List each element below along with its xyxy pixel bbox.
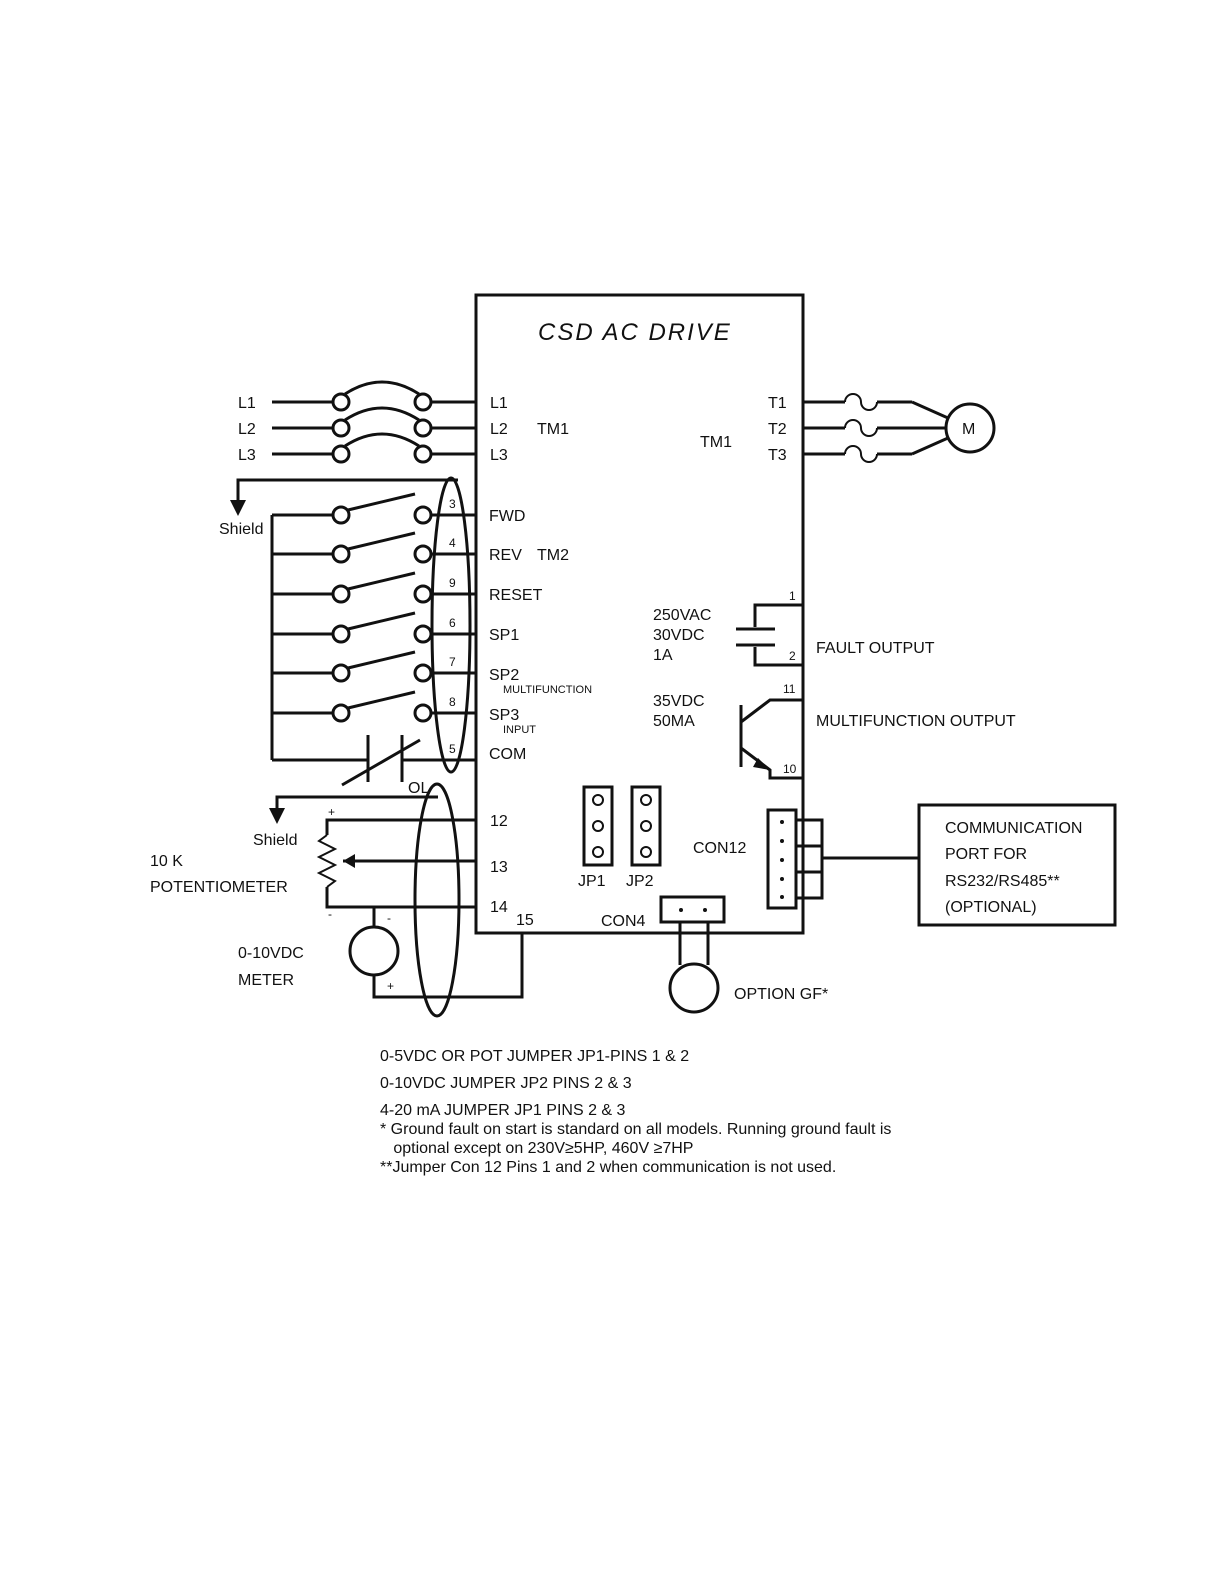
control-pin-5: 5	[449, 742, 456, 756]
drive-enclosure	[474, 293, 805, 935]
svg-text:2: 2	[789, 649, 796, 663]
control-pin-8: 8	[449, 695, 456, 709]
note-4-20ma: 4-20 mA JUMPER JP1 PINS 2 & 3	[380, 1102, 626, 1119]
svg-text:PORT FOR: PORT FOR	[945, 846, 1027, 863]
multifunction-transistor-output: 35VDC 50MA 11 10	[653, 682, 803, 780]
note-0-5vdc: 0-5VDC OR POT JUMPER JP1-PINS 1 & 2	[380, 1048, 690, 1065]
svg-text:250VAC: 250VAC	[653, 607, 711, 624]
svg-text:+: +	[328, 805, 335, 819]
motor-term-t1: T1	[768, 395, 787, 412]
con4-label: CON4	[601, 913, 646, 930]
option-gf-label: OPTION GF*	[734, 986, 828, 1003]
svg-text:L3: L3	[238, 447, 256, 464]
analog-term-15: 15	[516, 912, 534, 929]
multifunction-output-label: MULTIFUNCTION OUTPUT	[816, 713, 1016, 730]
tm2-label: TM2	[537, 547, 569, 564]
svg-text:+: +	[387, 979, 394, 993]
svg-text:50MA: 50MA	[653, 713, 695, 730]
motor-fuses	[803, 393, 949, 463]
svg-text:M: M	[962, 421, 975, 438]
pot-label-line1: 10 K	[150, 853, 183, 870]
label-sp3: SP3	[489, 707, 519, 724]
analog-term-12: 12	[490, 813, 508, 830]
svg-text:1A: 1A	[653, 647, 673, 664]
line-input-l3: L3	[238, 432, 476, 464]
drive-term-l2: L2	[490, 421, 508, 438]
ol-label: OL	[408, 780, 429, 797]
drive-term-l1: L1	[490, 395, 508, 412]
svg-text:1: 1	[789, 589, 796, 603]
svg-text:JP1: JP1	[578, 873, 606, 890]
analog-term-13: 13	[490, 859, 508, 876]
analog-term-14: 14	[490, 899, 508, 916]
label-sp2: SP2	[489, 667, 519, 684]
control-pin-7: 7	[449, 655, 456, 669]
shield-ground-top: Shield	[219, 478, 458, 538]
control-input-switches	[270, 492, 476, 787]
meter: - +	[348, 907, 524, 999]
pot-label-line2: POTENTIOMETER	[150, 879, 288, 896]
control-shield-loop	[430, 476, 472, 774]
svg-text:L2: L2	[238, 421, 256, 438]
jumper-jp1: JP1	[578, 785, 614, 890]
svg-text:RS232/RS485**: RS232/RS485**	[945, 873, 1060, 890]
con12-connector	[766, 808, 919, 910]
control-pin-4: 4	[449, 536, 456, 550]
svg-text:-: -	[328, 907, 332, 921]
label-sp1: SP1	[489, 627, 519, 644]
label-fwd: FWD	[489, 508, 525, 525]
note-ground-fault: * Ground fault on start is standard on a…	[380, 1121, 892, 1138]
note-ground-fault-cont: optional except on 230V≥5HP, 460V ≥7HP	[380, 1140, 694, 1157]
motor-term-t3: T3	[768, 447, 787, 464]
line-input-l1: L1	[238, 380, 476, 412]
label-com: COM	[489, 746, 526, 763]
svg-text:Shield: Shield	[253, 832, 297, 849]
con12-label: CON12	[693, 840, 746, 857]
svg-text:30VDC: 30VDC	[653, 627, 705, 644]
jumper-jp2: JP2	[626, 785, 662, 890]
analog-shield-ground: Shield	[253, 795, 438, 849]
note-0-10vdc: 0-10VDC JUMPER JP2 PINS 2 & 3	[380, 1075, 632, 1092]
svg-text:35VDC: 35VDC	[653, 693, 705, 710]
motor-term-t2: T2	[768, 421, 787, 438]
analog-shield-loop	[413, 782, 461, 1018]
label-rev: REV	[489, 547, 522, 564]
svg-text:Shield: Shield	[219, 521, 263, 538]
svg-text:11: 11	[783, 682, 796, 696]
potentiometer: + -	[316, 805, 476, 921]
con4-connector	[659, 895, 726, 1014]
note-jumper-con12: **Jumper Con 12 Pins 1 and 2 when commun…	[380, 1159, 837, 1176]
line-input-l2: L2	[238, 406, 476, 438]
motor: M	[944, 402, 996, 454]
svg-text:L1: L1	[238, 395, 256, 412]
control-pin-3: 3	[449, 497, 456, 511]
multifunction-label: MULTIFUNCTION	[503, 684, 592, 696]
fault-relay-output: 250VAC 30VDC 1A 1 2	[653, 589, 803, 667]
label-reset: RESET	[489, 587, 543, 604]
tm1-left-label: TM1	[537, 421, 569, 438]
fault-output-label: FAULT OUTPUT	[816, 640, 935, 657]
svg-text:JP2: JP2	[626, 873, 654, 890]
meter-label-line2: METER	[238, 972, 294, 989]
input-label: INPUT	[503, 724, 536, 736]
control-pin-6: 6	[449, 616, 456, 630]
svg-text:COMMUNICATION: COMMUNICATION	[945, 820, 1082, 837]
tm1-right-label: TM1	[700, 434, 732, 451]
communication-port-box: COMMUNICATION PORT FOR RS232/RS485** (OP…	[917, 803, 1117, 927]
control-pin-9: 9	[449, 576, 456, 590]
svg-text:10: 10	[783, 762, 797, 776]
drive-title: CSD AC DRIVE	[538, 319, 732, 346]
svg-text:(OPTIONAL): (OPTIONAL)	[945, 899, 1037, 916]
svg-text:-: -	[387, 911, 391, 925]
meter-label-line1: 0-10VDC	[238, 945, 304, 962]
notes: 0-5VDC OR POT JUMPER JP1-PINS 1 & 2 0-10…	[380, 1047, 940, 1177]
drive-term-l3: L3	[490, 447, 508, 464]
